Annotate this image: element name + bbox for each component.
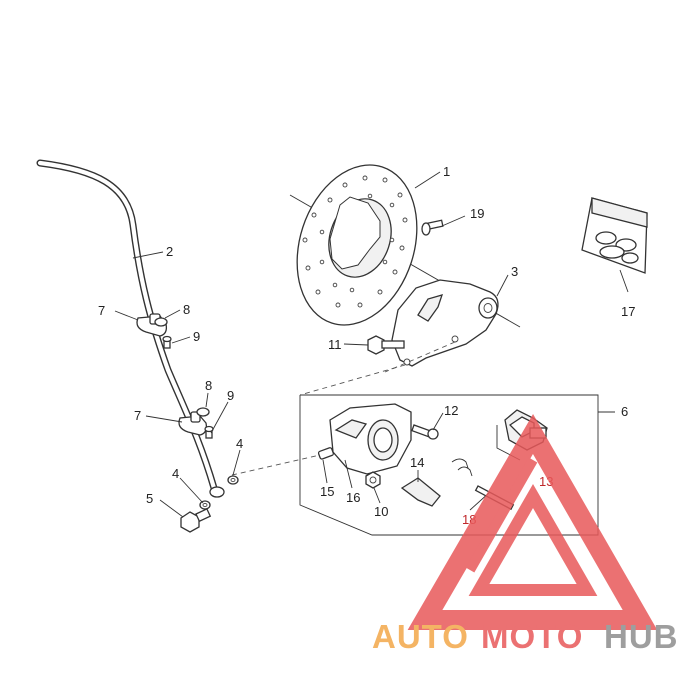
clamp-spacer-lower	[196, 407, 210, 417]
banjo-washer-lower	[199, 500, 211, 510]
callout-4-lower: 4	[172, 466, 179, 481]
repair-kit-bag	[581, 197, 648, 274]
watermark-text-moto: MOTO	[481, 618, 583, 655]
disc-screw	[421, 219, 444, 236]
callout-3: 3	[511, 264, 518, 279]
callout-5: 5	[146, 491, 153, 506]
pad-spring	[400, 477, 441, 507]
hose-clamp-lower	[178, 411, 208, 436]
watermark-text-auto: AUTO	[372, 618, 469, 655]
callout-8-lower: 8	[205, 378, 212, 393]
caliper-body	[329, 403, 412, 475]
callout-7-lower: 7	[134, 408, 141, 423]
callout-17: 17	[621, 304, 635, 319]
caliper-nut	[365, 471, 381, 489]
callout-15: 15	[320, 484, 334, 499]
callout-4-upper: 4	[236, 436, 243, 451]
watermark-logo: AUTO MOTO HUB	[372, 414, 679, 655]
callout-9-lower: 9	[227, 388, 234, 403]
callout-6: 6	[621, 404, 628, 419]
caliper-bracket	[391, 279, 499, 367]
bleeder-valve	[317, 447, 334, 460]
callout-9-upper: 9	[193, 329, 200, 344]
callout-1: 1	[443, 164, 450, 179]
clamp-spacer-upper	[154, 317, 168, 327]
callout-19: 19	[470, 206, 484, 221]
callout-12: 12	[444, 403, 458, 418]
callout-7-upper: 7	[98, 303, 105, 318]
callout-14: 14	[410, 455, 424, 470]
callout-10: 10	[374, 504, 388, 519]
callout-2: 2	[166, 244, 173, 259]
bracket-bolt	[367, 335, 405, 355]
callout-16: 16	[346, 490, 360, 505]
banjo-washer-upper	[227, 475, 239, 485]
watermark-text-hub: HUB	[604, 618, 679, 655]
clamp-screw-upper	[162, 335, 172, 349]
callout-8-upper: 8	[183, 302, 190, 317]
callout-11: 11	[328, 337, 342, 352]
brake-disc	[289, 164, 521, 328]
caliper-screw	[411, 424, 439, 440]
banjo-bolt	[180, 508, 212, 533]
